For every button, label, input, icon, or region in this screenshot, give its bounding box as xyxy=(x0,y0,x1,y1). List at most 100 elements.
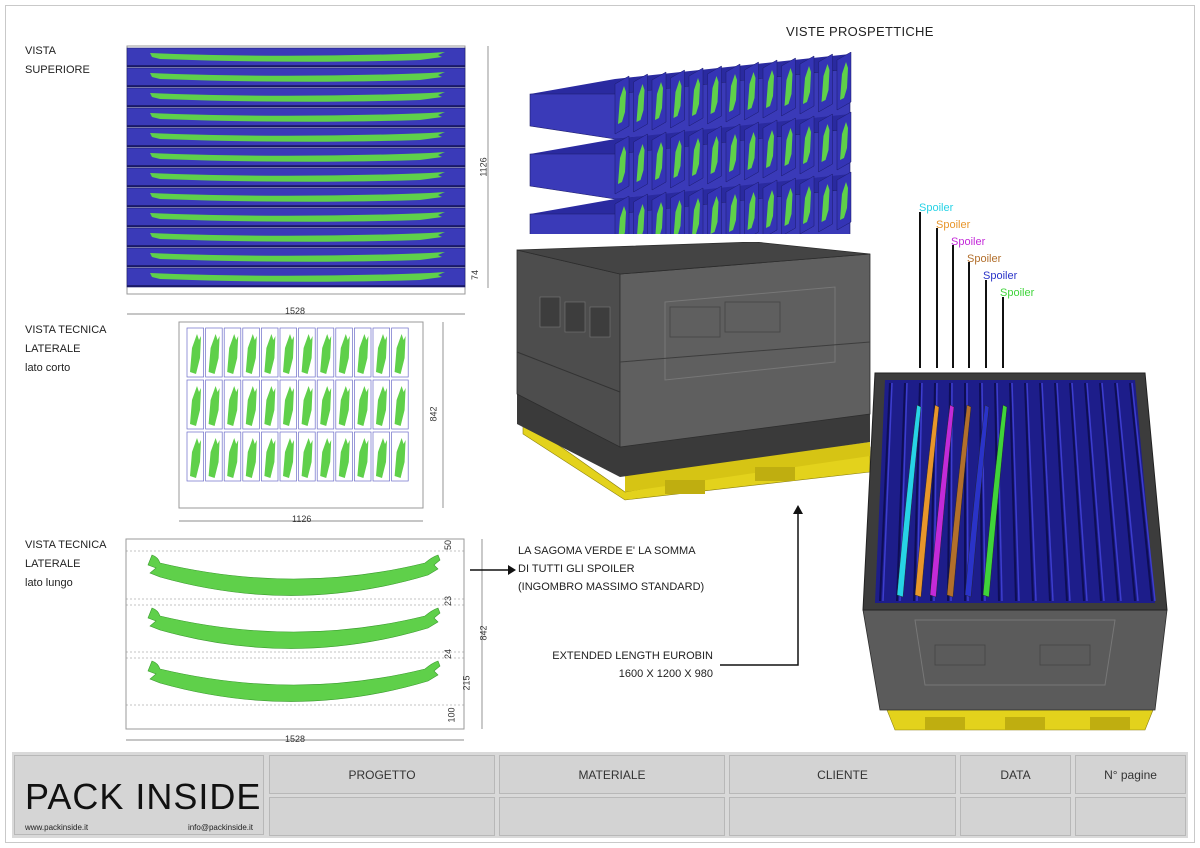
short-spoiler-shape xyxy=(357,386,369,426)
stack-spoiler-shape xyxy=(710,76,719,114)
bin-note: EXTENDED LENGTH EUROBIN 1600 X 1200 X 98… xyxy=(545,647,713,683)
stack-spoiler-shape xyxy=(655,142,663,180)
short-spoiler-shape xyxy=(357,334,369,374)
top-spoiler-shape xyxy=(150,212,445,222)
long-spoiler-shape xyxy=(147,554,441,596)
stack-spoiler-shape xyxy=(692,78,700,116)
top-pitch-dim: 74 xyxy=(470,269,481,281)
top-spoiler-shape xyxy=(150,112,445,122)
short-spoiler-shape xyxy=(394,386,406,426)
field-pagine[interactable] xyxy=(1075,797,1186,836)
stack-spoiler-shape xyxy=(747,72,756,110)
stack-spoiler-shape xyxy=(655,82,663,120)
long-bottom-dim: 100 xyxy=(446,707,457,723)
stack-spoiler-shape xyxy=(821,124,830,162)
header-pagine: N° pagine xyxy=(1075,755,1186,794)
company-email[interactable]: info@packinside.it xyxy=(187,823,253,832)
short-spoiler-shape xyxy=(338,438,350,478)
stack-spoiler-shape xyxy=(673,140,682,178)
long-pitch-dim: 215 xyxy=(461,675,472,691)
stack-spoiler-shape xyxy=(803,66,811,104)
side-short-label-line2: LATERALE xyxy=(25,343,81,355)
top-view-label-line1: VISTA xyxy=(25,45,56,57)
short-spoiler-shape xyxy=(208,438,220,478)
short-spoiler-shape xyxy=(208,386,220,426)
short-spoiler-shape xyxy=(376,334,387,374)
bin-note-line2: 1600 X 1200 X 980 xyxy=(618,668,713,680)
stack-spoiler-shape xyxy=(766,130,774,168)
short-spoiler-shape xyxy=(264,334,276,374)
spoiler-label-6: Spoiler xyxy=(1000,287,1035,299)
top-height-dim: 1126 xyxy=(478,157,489,177)
top-spoiler-shape xyxy=(150,232,445,242)
stack-spoiler-shape xyxy=(636,144,645,182)
stack-spoiler-shape xyxy=(784,188,793,226)
short-spoiler-shape xyxy=(320,334,332,374)
short-spoiler-shape xyxy=(190,438,201,478)
top-spoiler-shape xyxy=(150,252,445,262)
short-spoiler-shape xyxy=(283,334,294,374)
side-long-label-line2: LATERALE xyxy=(25,558,81,570)
short-spoiler-shape xyxy=(264,386,276,426)
field-cliente[interactable] xyxy=(729,797,956,836)
side-short-label-line1: VISTA TECNICA xyxy=(25,324,107,336)
short-spoiler-shape xyxy=(227,334,239,374)
bin-note-line1: EXTENDED LENGTH EUROBIN xyxy=(552,650,713,662)
stack-spoiler-shape xyxy=(692,198,700,234)
header-progetto: PROGETTO xyxy=(269,755,495,794)
short-spoiler-shape xyxy=(283,438,294,478)
bin-spoiler-6 xyxy=(982,404,1008,598)
short-height-dim: 842 xyxy=(428,406,439,422)
short-spoiler-shape xyxy=(190,386,201,426)
stack-spoiler-shape xyxy=(729,74,737,112)
spoiler-label-3: Spoiler xyxy=(951,236,986,248)
green-shape-arrow xyxy=(470,565,516,575)
short-spoiler-shape xyxy=(320,386,332,426)
short-spoiler-shape xyxy=(376,438,387,478)
top-spoiler-shape xyxy=(150,92,445,102)
top-spoiler-shape xyxy=(150,272,445,282)
top-spoiler-shape xyxy=(150,52,445,62)
header-materiale: MATERIALE xyxy=(499,755,725,794)
long-height-dim: 842 xyxy=(478,625,489,641)
stack-spoiler-shape xyxy=(766,70,774,108)
field-progetto[interactable] xyxy=(269,797,495,836)
stack-spoiler-shape xyxy=(803,126,811,164)
stack-spoiler-shape xyxy=(821,184,830,222)
stack-spoiler-shape xyxy=(747,132,756,170)
short-spoiler-shape xyxy=(338,386,350,426)
perspective-title: VISTE PROSPETTICHE xyxy=(786,24,934,39)
open-bin-3d xyxy=(862,372,1168,731)
closed-bin-3d xyxy=(516,242,871,501)
field-materiale[interactable] xyxy=(499,797,725,836)
top-spoiler-shape xyxy=(150,152,445,162)
stack-spoiler-shape xyxy=(766,190,774,228)
stack-spoiler-shape xyxy=(840,182,848,220)
short-spoiler-shape xyxy=(301,334,313,374)
stack-spoiler-shape xyxy=(729,134,737,172)
divider-stack-3d xyxy=(529,52,852,234)
short-spoiler-shape xyxy=(245,438,257,478)
short-spoiler-shape xyxy=(357,438,369,478)
stack-spoiler-shape xyxy=(637,204,645,234)
bin-spoiler-5 xyxy=(964,404,990,598)
top-spoiler-shape xyxy=(150,72,445,82)
stack-spoiler-shape xyxy=(618,146,626,184)
header-cliente: CLIENTE xyxy=(729,755,956,794)
stack-spoiler-shape xyxy=(840,122,848,160)
spoiler-label-1: Spoiler xyxy=(919,202,954,214)
stack-spoiler-shape xyxy=(692,138,700,176)
spoiler-leaders xyxy=(919,212,1004,368)
top-spoiler-shape xyxy=(150,192,445,202)
side-short-drawing xyxy=(178,321,444,522)
stack-spoiler-shape xyxy=(710,196,719,234)
bin-spoiler-3 xyxy=(929,404,955,598)
company-website[interactable]: www.packinside.it xyxy=(25,823,89,832)
field-data[interactable] xyxy=(960,797,1071,836)
short-spoiler-shape xyxy=(190,334,201,374)
stack-spoiler-shape xyxy=(710,136,719,174)
stack-spoiler-shape xyxy=(729,194,737,232)
green-shape-note: LA SAGOMA VERDE E' LA SOMMA DI TUTTI GLI… xyxy=(518,542,704,596)
side-long-drawing xyxy=(125,538,483,741)
stack-spoiler-shape xyxy=(636,84,645,122)
